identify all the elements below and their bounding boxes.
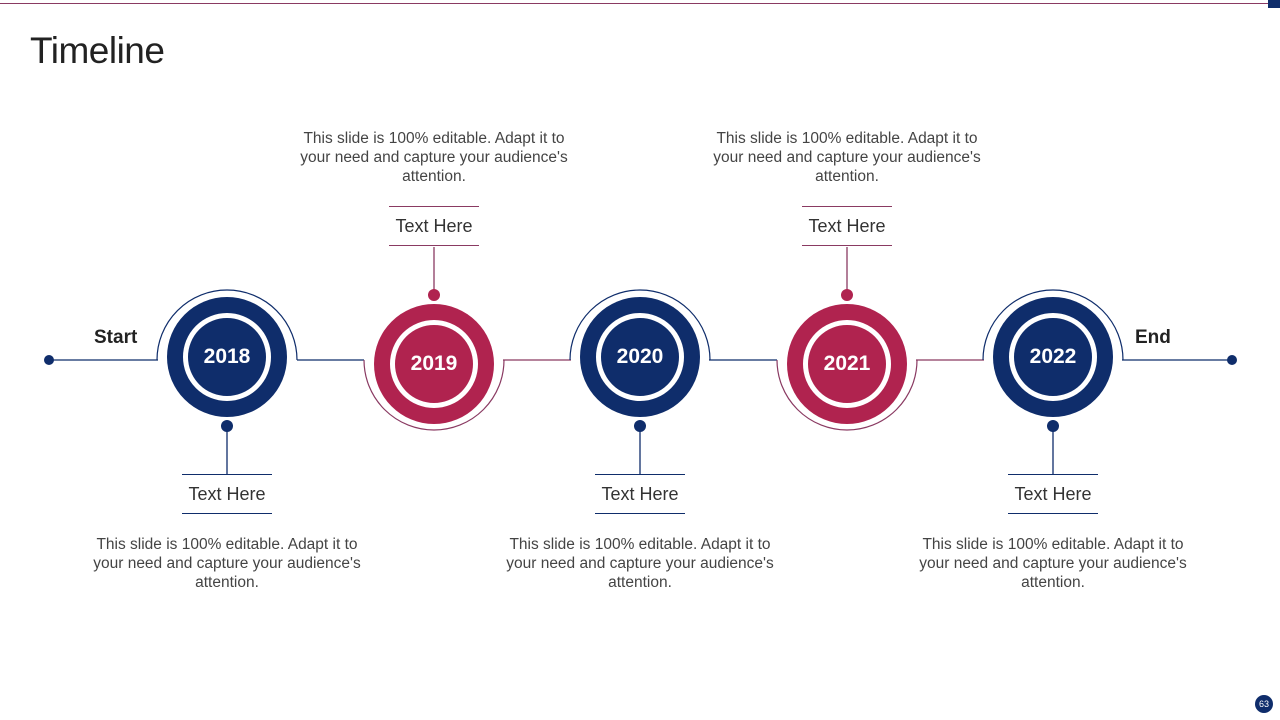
outer-arc-2021 <box>776 359 918 431</box>
outer-arc-2022 <box>982 289 1124 361</box>
top-rule <box>0 3 1268 4</box>
milestone-year: 2018 <box>203 345 251 368</box>
outer-arc-2018 <box>156 289 298 361</box>
milestone-ring-2022 <box>1009 313 1097 401</box>
end-label: End <box>1135 327 1171 348</box>
milestone-year: 2021 <box>823 352 871 375</box>
milestone-label: Text Here <box>389 206 479 246</box>
milestone-year: 2019 <box>410 352 458 375</box>
milestone-description: This slide is 100% editable. Adapt it to… <box>300 130 568 185</box>
milestone-ring-2020 <box>596 313 684 401</box>
stem-dot-2018 <box>221 420 233 432</box>
milestone-description: This slide is 100% editable. Adapt it to… <box>93 536 361 591</box>
milestone-label: Text Here <box>595 474 685 514</box>
stem-dot-2022 <box>1047 420 1059 432</box>
start-label: Start <box>94 327 138 348</box>
stem-dot-2021 <box>841 289 853 301</box>
top-corner-accent <box>1268 0 1280 8</box>
milestone-ring-2019 <box>390 320 478 408</box>
milestone-label: Text Here <box>1008 474 1098 514</box>
stem-dot-2020 <box>634 420 646 432</box>
milestone-ring-2021 <box>803 320 891 408</box>
milestone-description: This slide is 100% editable. Adapt it to… <box>713 130 981 185</box>
end-dot <box>1227 355 1237 365</box>
outer-arc-2020 <box>569 289 711 361</box>
slide-title: Timeline <box>30 30 165 71</box>
milestone-label: Text Here <box>182 474 272 514</box>
milestone-description: This slide is 100% editable. Adapt it to… <box>919 536 1187 591</box>
outer-arc-2019 <box>363 359 505 431</box>
milestone-year: 2020 <box>616 345 664 368</box>
milestone-ring-2018 <box>183 313 271 401</box>
milestone-description: This slide is 100% editable. Adapt it to… <box>506 536 774 591</box>
milestone-label: Text Here <box>802 206 892 246</box>
start-dot <box>44 355 54 365</box>
stem-dot-2019 <box>428 289 440 301</box>
page-number: 63 <box>1255 695 1273 713</box>
milestone-year: 2022 <box>1029 345 1077 368</box>
